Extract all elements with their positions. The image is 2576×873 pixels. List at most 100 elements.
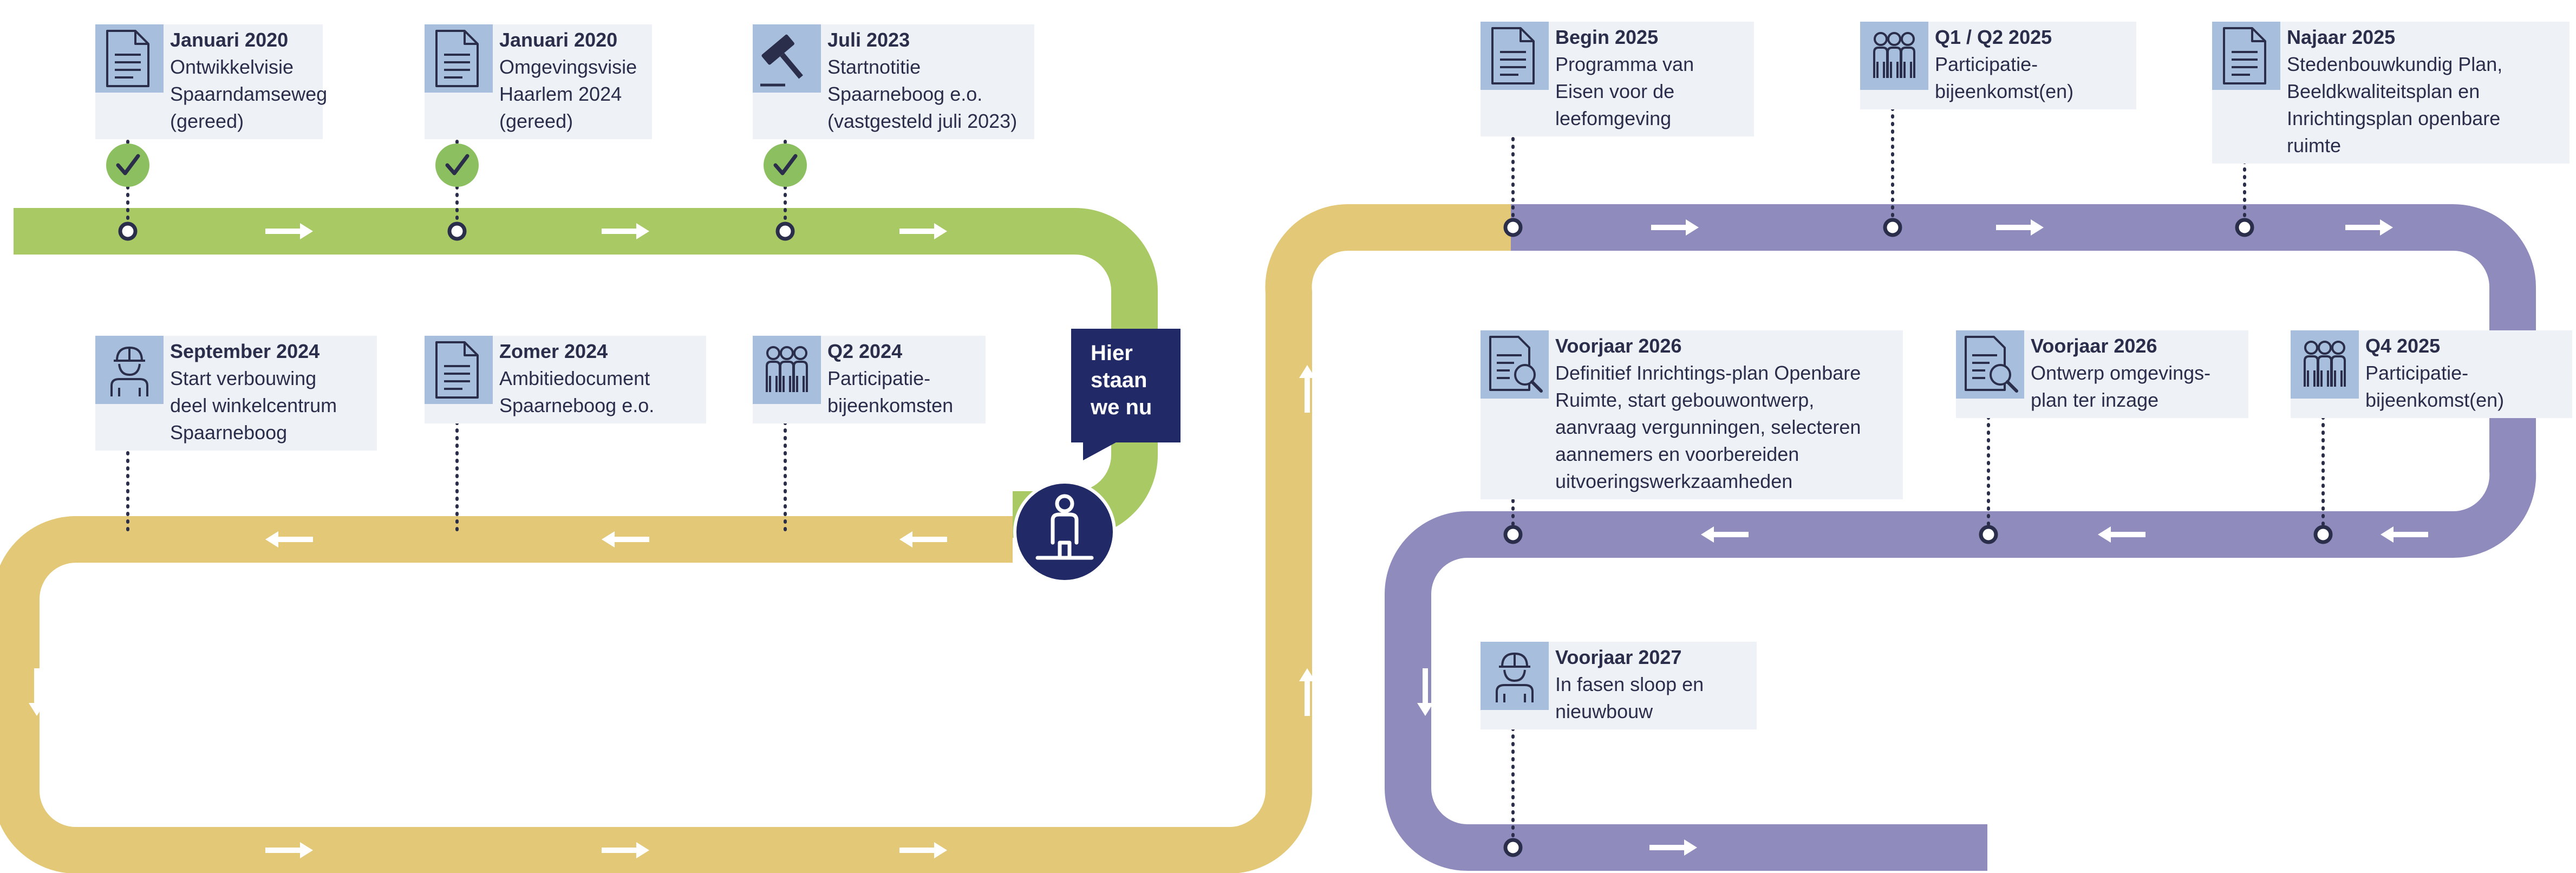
- arrow-right-icon: [1996, 219, 2044, 236]
- milestone-description-line: deel winkelcentrum: [170, 394, 337, 416]
- current-position-callout: Hier staan we nu: [1071, 329, 1181, 442]
- timeline-node: [775, 221, 795, 241]
- document-icon: [425, 24, 493, 93]
- milestone-description-line: Ambitiedocument: [499, 367, 650, 389]
- road-arrows: [29, 219, 2428, 858]
- arrow-down-icon: [1417, 668, 1433, 716]
- arrow-right-icon: [265, 842, 313, 858]
- milestone-description-line: Spaarndamseweg: [170, 83, 328, 105]
- milestone-title: Januari 2020: [499, 29, 618, 51]
- timeline-node: [2313, 525, 2333, 544]
- arrow-left-icon: [899, 531, 947, 548]
- arrow-left-icon: [2381, 526, 2428, 543]
- milestone-title: Voorjaar 2026: [2031, 335, 2157, 357]
- milestone-description-line: bijeenkomsten: [827, 394, 954, 416]
- milestone-description-line: nieuwbouw: [1555, 700, 1653, 722]
- callout-line: staan: [1091, 368, 1147, 392]
- milestone-description-line: Beeldkwaliteitsplan en: [2287, 80, 2480, 102]
- milestone-description-line: ruimte: [2287, 134, 2342, 157]
- timeline-node: [447, 221, 467, 241]
- arrow-right-icon: [1651, 219, 1699, 236]
- speech-bubble-tail: [1083, 440, 1121, 460]
- milestone-title: Voorjaar 2027: [1555, 646, 1682, 668]
- timeline-node: [1503, 838, 1523, 857]
- callout-line: we nu: [1091, 395, 1152, 419]
- timeline-node: [1503, 218, 1523, 237]
- document-search-icon: [1956, 330, 2024, 399]
- milestone-title: Januari 2020: [170, 29, 289, 51]
- document-icon: [425, 336, 493, 404]
- milestone-description-line: Eisen voor de: [1555, 80, 1675, 102]
- milestone-title: Najaar 2025: [2287, 26, 2396, 48]
- milestone-description-line: Spaarneboog e.o.: [827, 83, 983, 105]
- milestone-description-line: Programma van: [1555, 53, 1694, 75]
- checkmark-icon: [435, 144, 479, 187]
- document-icon: [2212, 22, 2280, 90]
- milestone-description-line: Inrichtingsplan openbare: [2287, 107, 2501, 129]
- arrow-right-icon: [602, 223, 649, 239]
- people-icon: [753, 336, 821, 404]
- milestone-description-line: aannemers en voorbereiden: [1555, 443, 1799, 465]
- arrow-right-icon: [899, 223, 947, 239]
- milestone-card: Voorjaar 2027 In fasen sloop en nieuwbouw: [1481, 642, 1757, 729]
- milestone-description-line: In fasen sloop en: [1555, 673, 1704, 695]
- milestone-description-line: leefomgeving: [1555, 107, 1672, 129]
- arrow-right-icon: [899, 842, 947, 858]
- milestone-description-line: Start verbouwing: [170, 367, 317, 389]
- milestone-title: Voorjaar 2026: [1555, 335, 1682, 357]
- road-segment-yellow: [0, 204, 1511, 873]
- timeline-node: [1979, 525, 1998, 544]
- arrow-right-icon: [602, 842, 649, 858]
- milestone-title: Q4 2025: [2365, 335, 2441, 357]
- completed-markers: [106, 144, 807, 187]
- milestone-description-line: Startnotitie: [827, 56, 921, 78]
- document-icon: [95, 24, 164, 93]
- milestone-description-line: Spaarneboog: [170, 421, 288, 444]
- milestone-description-line: Definitief Inrichtings-plan Openbare: [1555, 362, 1861, 384]
- arrow-left-icon: [1701, 526, 1749, 543]
- callout-line: Hier: [1091, 341, 1133, 365]
- milestone-description-line: bijeenkomst(en): [1935, 80, 2074, 102]
- milestone-description-line: Spaarneboog e.o.: [499, 394, 655, 416]
- checkmark-icon: [106, 144, 149, 187]
- milestone-description-line: Participatie-: [1935, 53, 2038, 75]
- arrow-left-icon: [602, 531, 649, 548]
- people-icon: [1860, 22, 1928, 90]
- milestone-description-line: Participatie-: [2365, 362, 2469, 384]
- timeline-node: [1883, 218, 1902, 237]
- arrow-right-icon: [1649, 839, 1697, 856]
- people-icon: [2291, 330, 2359, 399]
- road-segment-purple: [1385, 204, 2536, 871]
- worker-icon: [95, 336, 164, 404]
- milestone-description-line: (gereed): [499, 110, 573, 132]
- arrow-up-icon: [1299, 668, 1315, 716]
- timeline-node: [1503, 525, 1523, 544]
- milestone-title: Q1 / Q2 2025: [1935, 26, 2052, 48]
- arrow-down-icon: [29, 668, 45, 716]
- milestone-description-line: bijeenkomst(en): [2365, 389, 2505, 411]
- milestone-title: Q2 2024: [827, 340, 903, 362]
- milestone-description-line: Haarlem 2024: [499, 83, 622, 105]
- milestone-title: Juli 2023: [827, 29, 910, 51]
- person-icon: [1035, 494, 1094, 560]
